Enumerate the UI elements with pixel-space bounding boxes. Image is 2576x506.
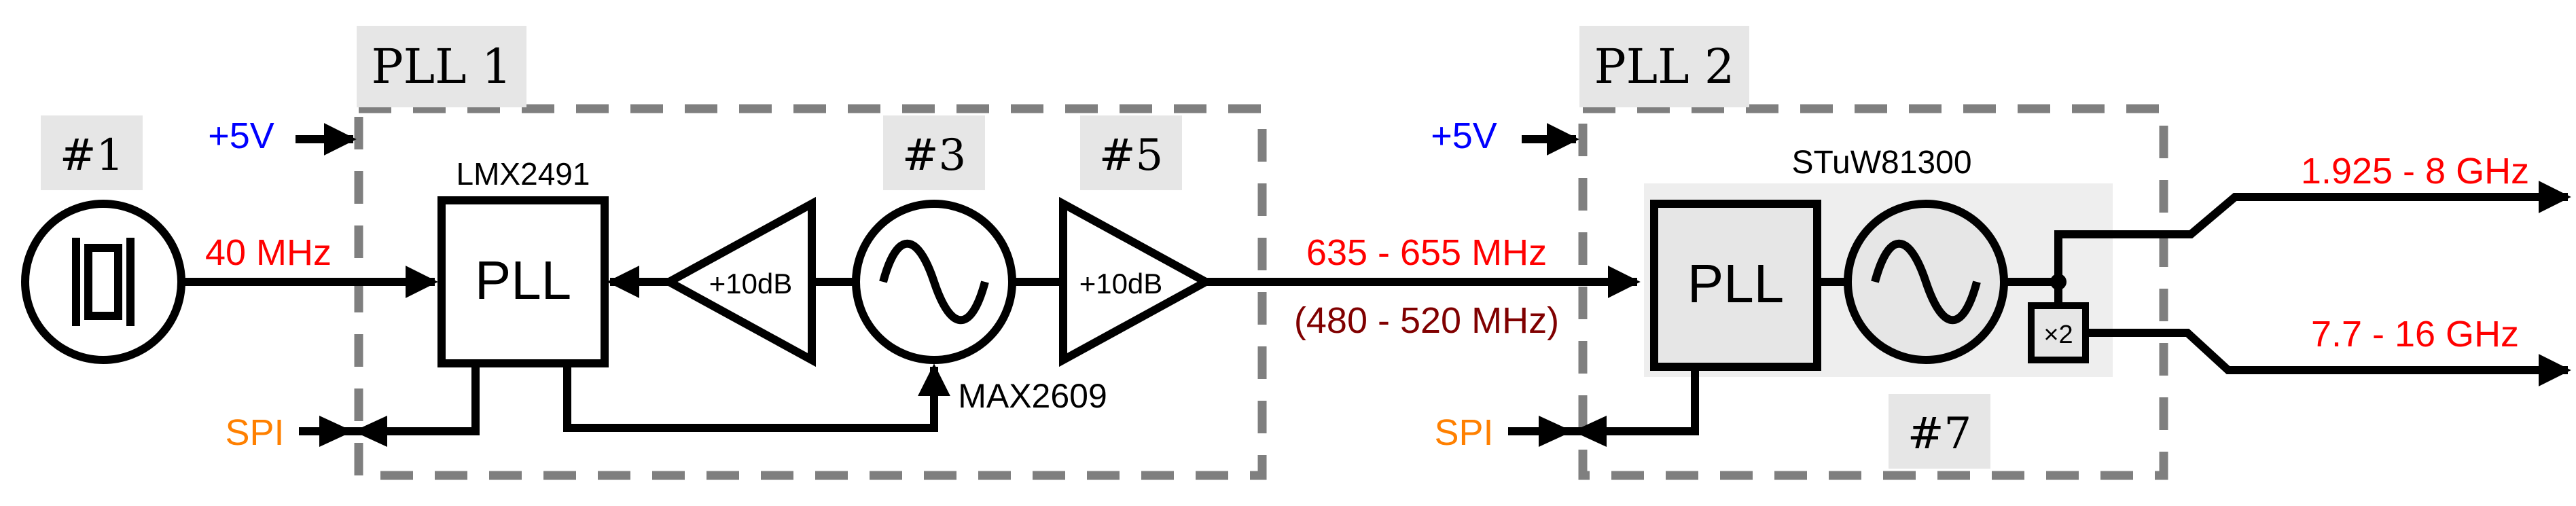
sine-icon	[879, 239, 989, 325]
pll1-group-box	[354, 104, 1267, 480]
tag-1: #1	[60, 130, 124, 181]
pll-block-1	[437, 196, 609, 367]
tag-3: #3	[902, 130, 966, 181]
amplifier-1-gain: +10dB	[709, 268, 793, 300]
output-2-line	[2086, 329, 2571, 386]
tag-3-box	[883, 115, 985, 190]
bowtie-icon	[1539, 416, 1607, 447]
doubler-label: ×2	[2043, 321, 2073, 349]
pll2-group-box	[1578, 104, 2168, 480]
max-chip-label: MAX2609	[958, 377, 1107, 415]
stuw-chip-label: STuW81300	[1791, 145, 1971, 181]
tag-7: #7	[1908, 409, 1971, 459]
mid-frequency-label: 635 - 655 MHz	[1306, 232, 1547, 273]
tag-5-box	[1080, 115, 1182, 190]
sine-icon	[1871, 239, 1981, 325]
spi-label-2: SPI	[1434, 412, 1493, 453]
amplifier-2	[1059, 196, 1215, 367]
output-2-frequency-label: 7.7 - 16 GHz	[2311, 314, 2519, 355]
crystal-icon	[72, 238, 135, 326]
tag-7-box	[1889, 394, 1990, 469]
lmx-chip-label: LMX2491	[457, 156, 590, 192]
bowtie-icon	[319, 416, 387, 447]
output-1-line	[2054, 181, 2571, 282]
pll-block-2	[1650, 200, 1821, 371]
pll2-label-tag	[1579, 26, 1749, 107]
tag-1-box	[41, 115, 143, 190]
supply-label-2: +5V	[1431, 115, 1497, 156]
amplifier-2-gain: +10dB	[1079, 268, 1163, 300]
crystal-oscillator	[21, 200, 185, 364]
vco-2	[1844, 200, 2008, 364]
supply-label-1: +5V	[208, 115, 274, 156]
output-1-frequency-label: 1.925 - 8 GHz	[2301, 151, 2529, 192]
mid-frequency-alt-label: (480 - 520 MHz)	[1294, 300, 1559, 341]
pll1-label: PLL 1	[372, 39, 512, 94]
spi-label-1: SPI	[225, 412, 284, 453]
pll-block-2-label: PLL	[1687, 253, 1784, 314]
pll-block-1-label: PLL	[475, 250, 571, 310]
tuning-line	[563, 363, 950, 432]
pll1-label-tag	[357, 26, 526, 107]
ref-frequency-label: 40 MHz	[205, 232, 332, 273]
vco-1	[852, 200, 1016, 364]
tag-5: #5	[1099, 130, 1163, 181]
pll2-label: PLL 2	[1594, 39, 1735, 94]
